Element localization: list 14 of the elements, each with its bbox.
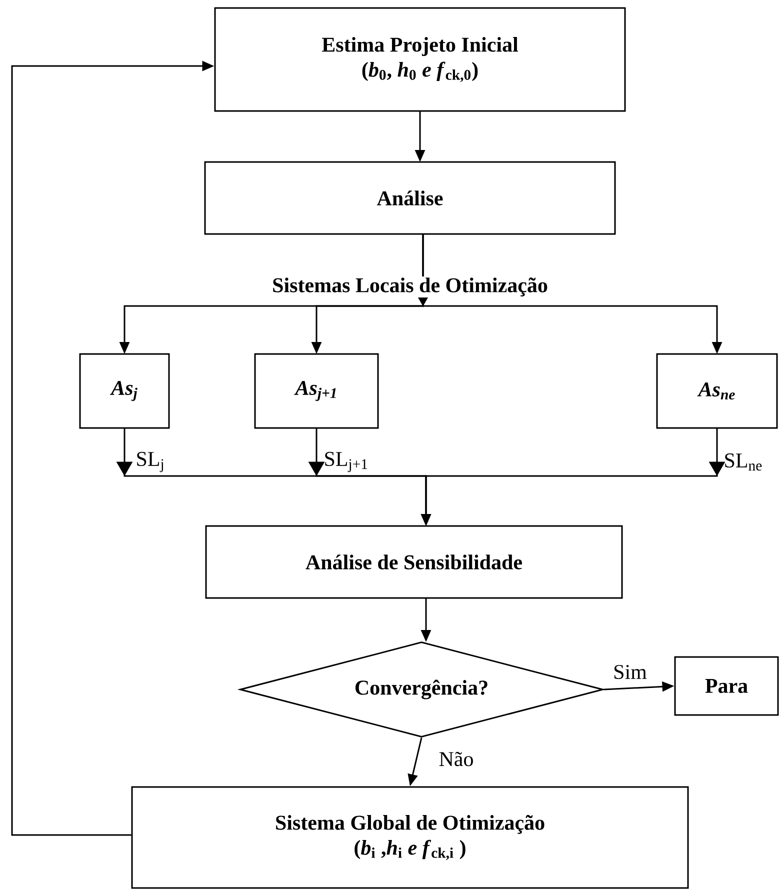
process-box: Sistema Global de Otimização (b$_{i}$ ,h$_{i}$ e f$_{ck,i}$ ) [131, 786, 689, 889]
edge-label: Não [439, 752, 473, 766]
edge-label: Sim [614, 664, 647, 680]
edge-label: SL$_{j}$ [137, 452, 164, 472]
edge-label: SL$_{j+1}$ [325, 452, 368, 472]
process-box: As$_{j}$ [79, 353, 170, 429]
edge-label: SL$_{ne}$ [725, 453, 762, 471]
process-box: Estima Projeto Inicial (b$_{0}$, h$_{0}$ e f$_{ck,0}$) [214, 7, 626, 112]
section-label: Sistemas Locais de Otimização [271, 276, 549, 298]
process-box: Análise de Sensibilidade [205, 525, 623, 599]
process-box: As$_{ne}$ [656, 353, 778, 429]
process-box: Análise [204, 161, 616, 235]
process-box: As$_{j+1}$ [254, 353, 379, 429]
process-box: Para [674, 656, 779, 716]
